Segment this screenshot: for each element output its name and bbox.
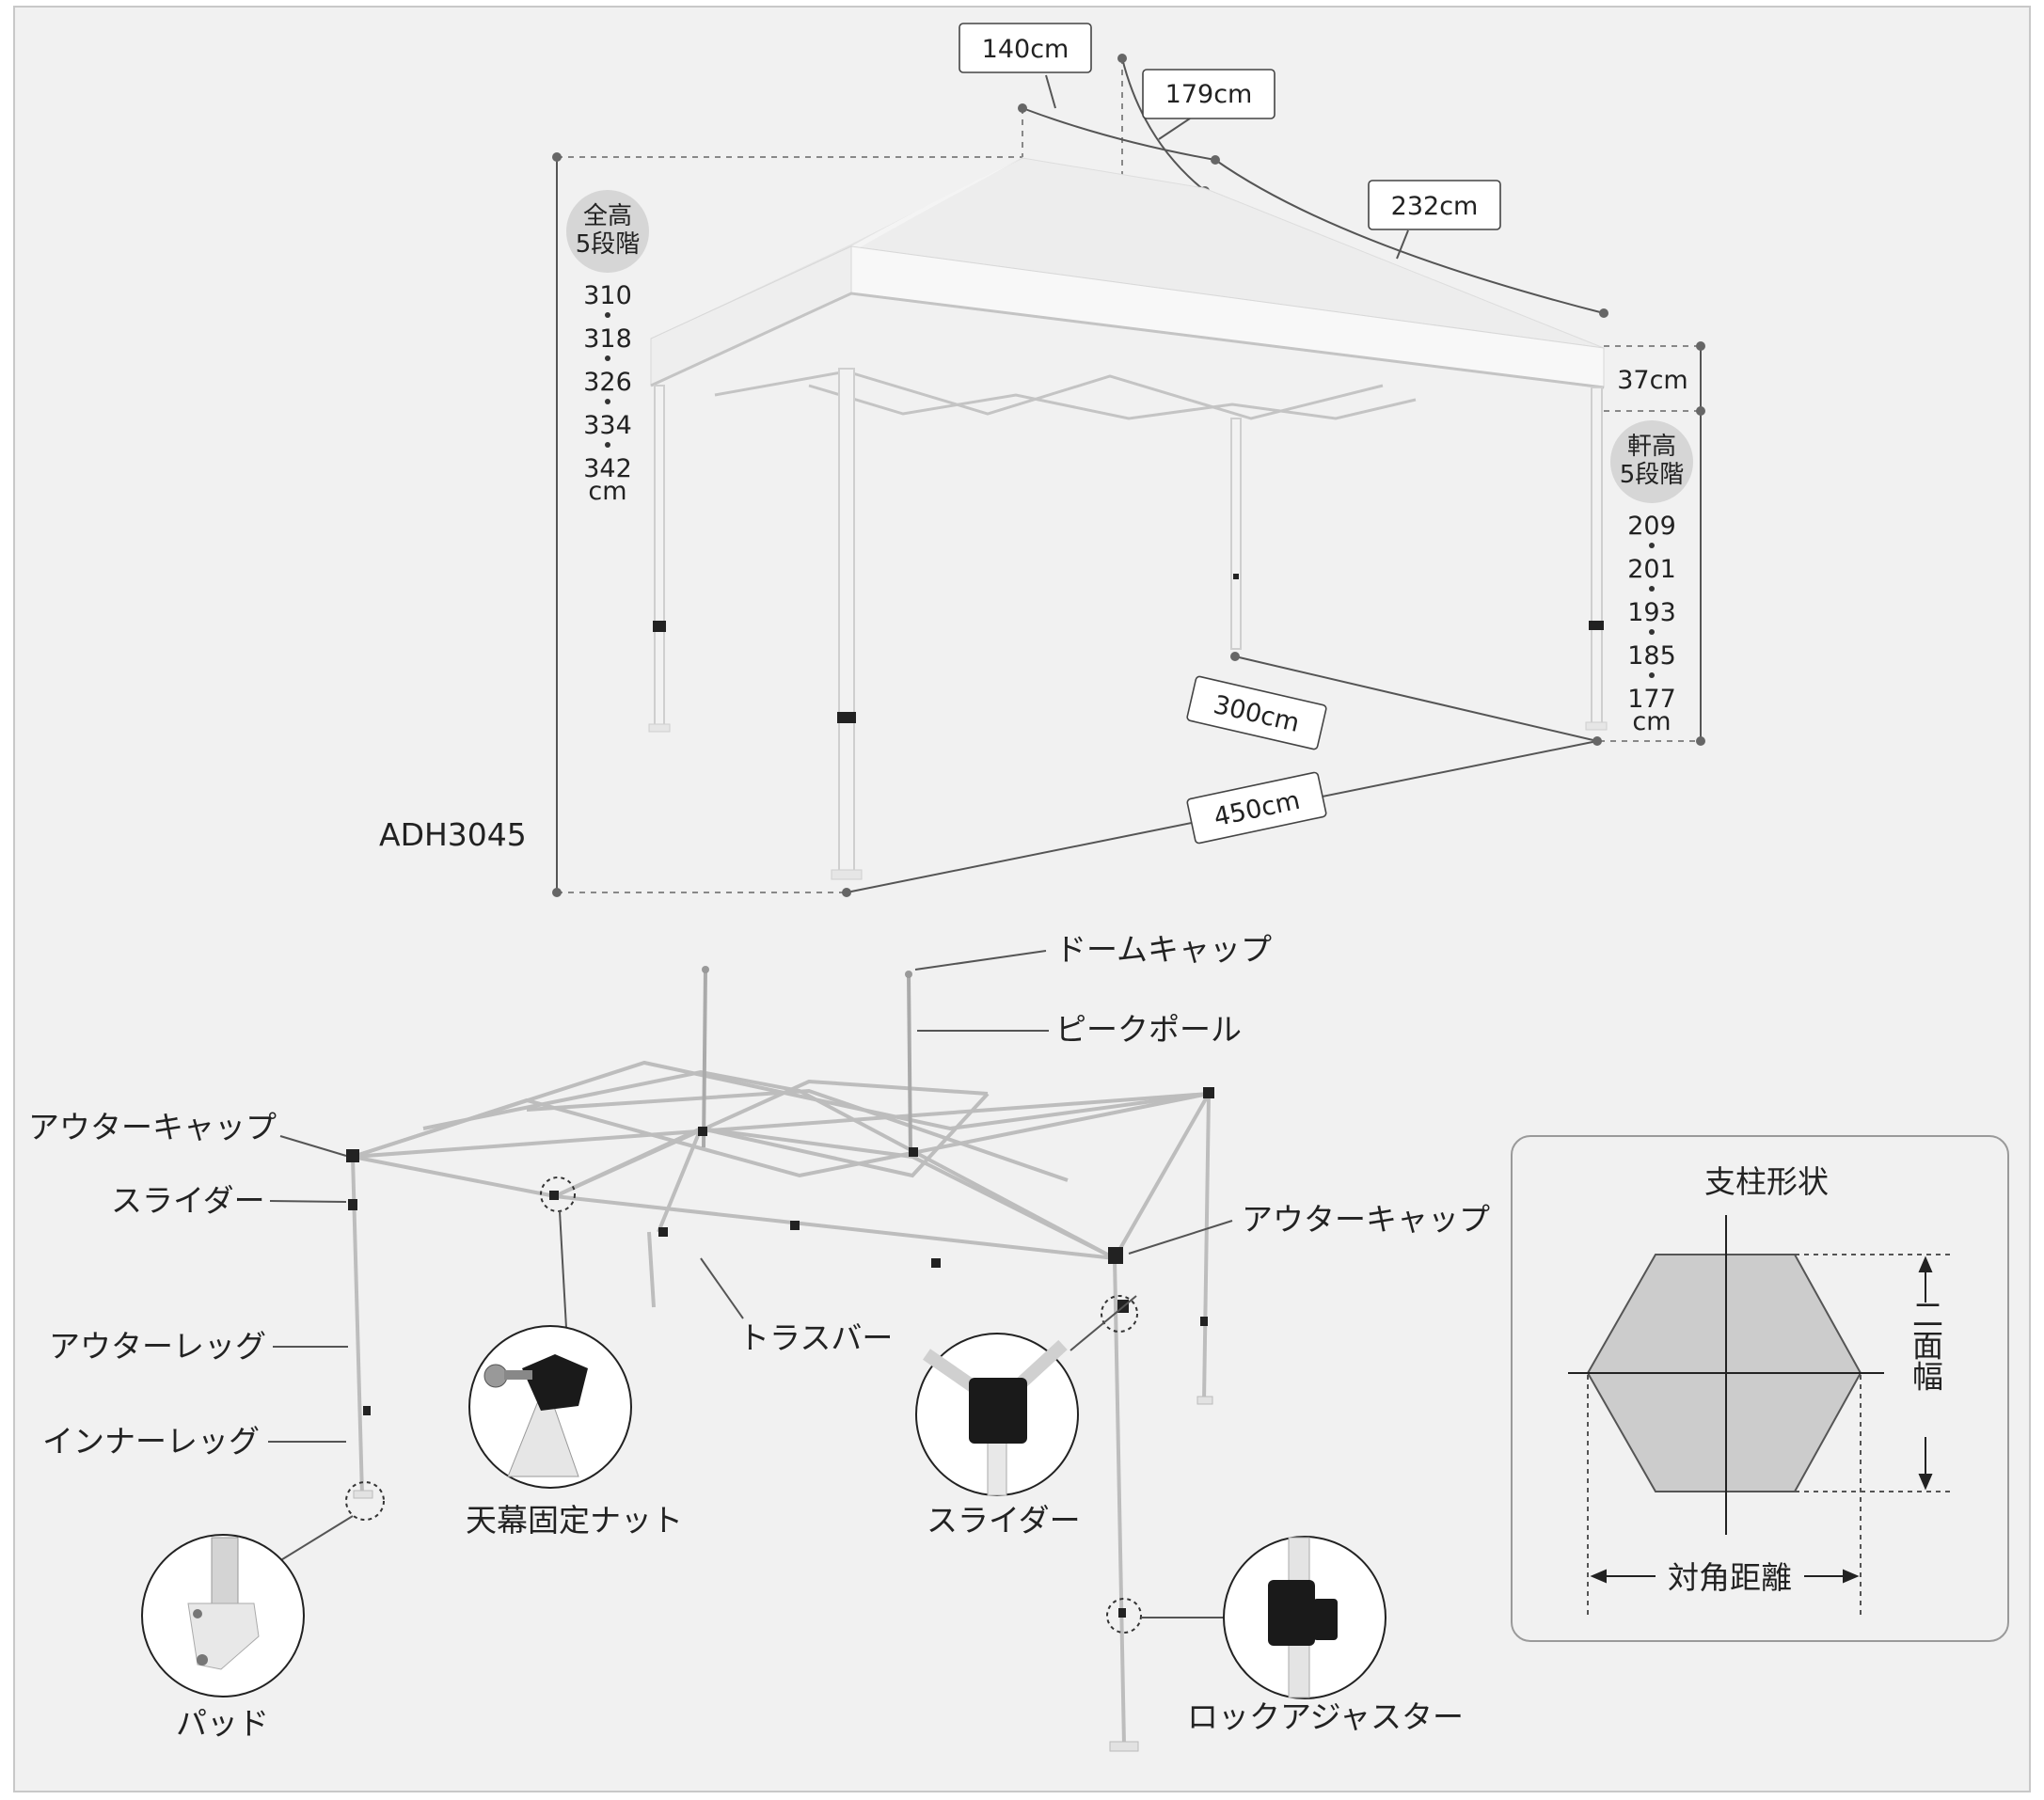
eave-height-values: 209 201 193 185 177 cm <box>1627 512 1676 736</box>
slider-left-label: スライダー <box>111 1182 265 1219</box>
eave-height-value: 193 <box>1627 598 1676 627</box>
peak-pole-label: ピークポール <box>1055 1011 1242 1048</box>
eave-height-value: 185 <box>1627 641 1676 671</box>
eave-height-unit: cm <box>1632 707 1671 736</box>
model-label: ADH3045 <box>379 816 527 853</box>
profile-title: 支柱形状 <box>1704 1163 1829 1200</box>
outer-leg-label: アウターレッグ <box>49 1328 266 1365</box>
pole-profile-box: 支柱形状 二面幅 対角距離 <box>1511 1135 2009 1642</box>
inner-leg-label: インナーレッグ <box>42 1423 260 1460</box>
total-height-unit: cm <box>588 477 626 506</box>
eave-height-value: 201 <box>1627 555 1676 584</box>
eave-height-value: 209 <box>1627 512 1676 541</box>
slider-detail-label: スライダー <box>927 1502 1081 1539</box>
total-height-value: 318 <box>583 324 632 354</box>
total-height-badge-line1: 全高 <box>583 202 632 230</box>
frame-illustration: ドームキャップ ピークポール アウターキャップ スライダー アウターレッグ イン… <box>28 931 1490 1752</box>
total-height-value: 342 <box>583 454 632 483</box>
canopy-nut-detail <box>468 1325 632 1489</box>
peak-height-label: 179cm <box>1165 80 1253 109</box>
truss-bar-label: トラスバー <box>738 1319 893 1356</box>
eave-height-badge-line1: 軒高 <box>1627 433 1676 461</box>
slider-detail <box>915 1333 1079 1496</box>
valance-label: 37cm <box>1617 366 1688 395</box>
total-height-value: 326 <box>583 368 632 397</box>
pad-label: パッド <box>176 1705 269 1742</box>
tent-illustration: 140cm 179cm 232cm 37cm 300cm 450cm 全高 5段… <box>379 23 1705 897</box>
total-height-value: 334 <box>583 411 632 440</box>
dome-cap-label: ドームキャップ <box>1055 931 1272 968</box>
eave-height-value: 177 <box>1627 685 1676 714</box>
pad-detail <box>141 1534 305 1697</box>
eave-height-badge-line2: 5段階 <box>1620 461 1685 489</box>
canopy-nut-label: 天幕固定ナット <box>466 1502 683 1539</box>
total-height-values: 310 318 326 334 342 cm <box>583 281 632 506</box>
total-height-value: 310 <box>583 281 632 310</box>
across-flats-label: 二面幅 <box>1908 1299 1944 1392</box>
outer-cap-right-label: アウターキャップ <box>1242 1201 1490 1238</box>
lock-adjuster-detail <box>1223 1536 1386 1699</box>
lock-adjuster-label: ロックアジャスター <box>1187 1698 1464 1735</box>
outer-cap-left-label: アウターキャップ <box>28 1109 277 1145</box>
peak-width-label: 140cm <box>982 35 1070 64</box>
across-corners-label: 対角距離 <box>1668 1559 1792 1596</box>
total-height-badge-line2: 5段階 <box>576 230 641 259</box>
roof-slope-label: 232cm <box>1391 192 1479 221</box>
